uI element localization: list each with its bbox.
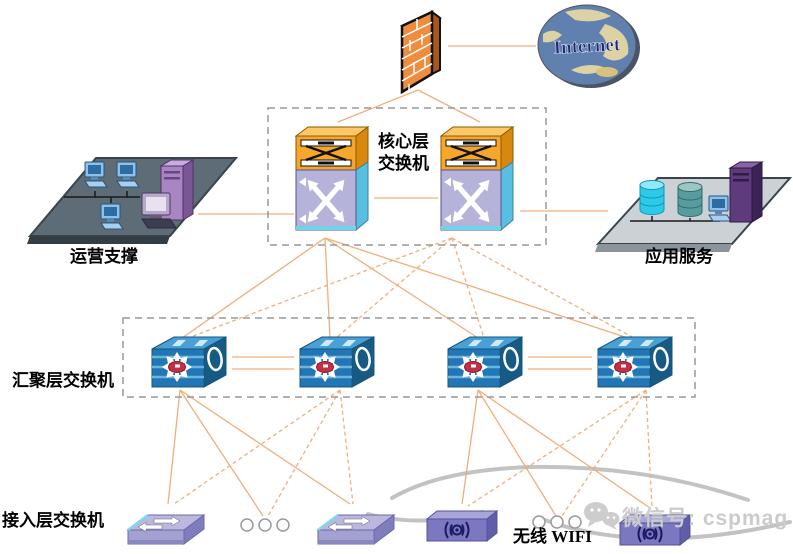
database-cyan-icon <box>637 176 667 218</box>
watermark-text: 微信号: cspmag <box>622 507 789 530</box>
wechat-icon <box>584 502 620 530</box>
aggregation-switch-1-icon <box>146 334 232 392</box>
workstation-icon <box>82 160 108 192</box>
ellipsis-dots-right <box>532 515 582 529</box>
core-switch-right-icon <box>437 122 521 234</box>
core-group-box <box>267 107 547 246</box>
core-layer-label: 核心层 交换机 <box>378 131 429 175</box>
terminal-monitor-icon <box>138 190 176 236</box>
access-switch-2-icon <box>316 506 396 548</box>
ellipsis-dots-left <box>240 518 290 532</box>
link-lines <box>167 45 653 517</box>
internet-label: Internet <box>553 34 621 58</box>
tower-server-dark-icon <box>724 160 764 226</box>
internet-globe-icon: Internet <box>537 4 640 88</box>
core-layer-label-line2: 交换机 <box>378 154 429 174</box>
access-layer-label: 接入层交换机 <box>2 511 104 530</box>
app-service-label: 应用服务 <box>645 247 713 266</box>
ops-support-label: 运营支撑 <box>70 247 138 266</box>
database-teal-icon <box>675 178 705 220</box>
workstation-icon <box>114 160 140 192</box>
aggregation-switch-4-icon <box>592 334 678 392</box>
aggregation-layer-label: 汇聚层交换机 <box>12 371 114 390</box>
core-switch-left-icon <box>292 122 376 234</box>
workstation-icon <box>98 202 124 234</box>
core-layer-label-line1: 核心层 <box>378 132 429 151</box>
access-switch-1-icon <box>126 506 206 548</box>
aggregation-switch-3-icon <box>442 334 528 392</box>
wireless-ap-1-icon <box>421 506 501 546</box>
aggregation-switch-2-icon <box>294 334 380 392</box>
firewall-icon <box>400 10 442 95</box>
wireless-wifi-label: 无线 WIFI <box>513 527 592 546</box>
aggregation-group-box <box>122 317 696 398</box>
